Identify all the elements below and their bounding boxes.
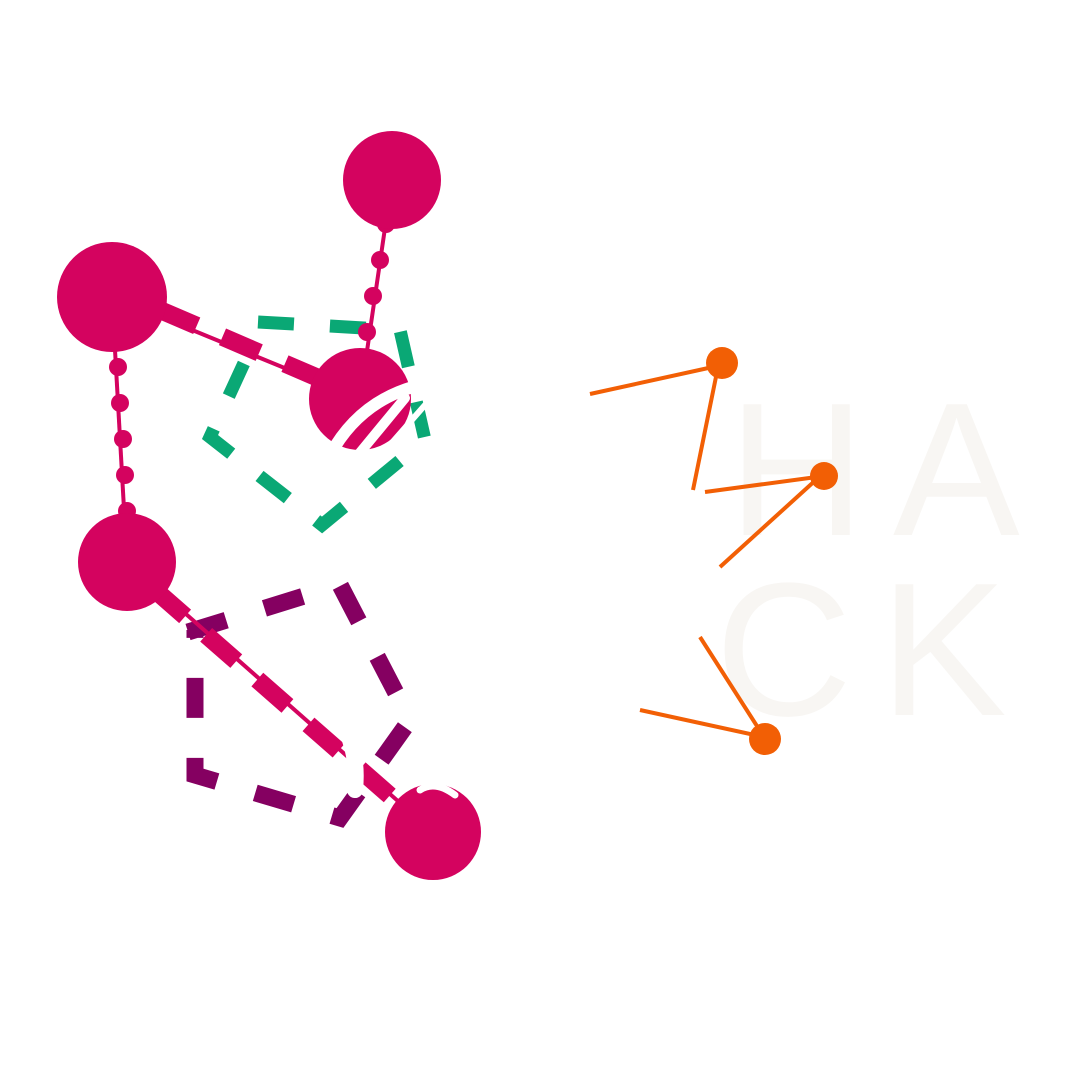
white-arc <box>324 379 426 461</box>
orange-edge <box>639 708 765 739</box>
white-cutouts <box>322 379 459 799</box>
bead <box>109 358 127 376</box>
letter-k: K <box>880 544 1007 756</box>
orange-edge <box>589 363 723 396</box>
orange-edge <box>691 366 720 491</box>
letter-a: A <box>893 364 1020 576</box>
orange-network <box>589 363 825 739</box>
orange-node <box>810 462 838 490</box>
magenta-edge-dash <box>156 301 334 392</box>
orange-edge <box>704 474 825 494</box>
magenta-node <box>343 131 441 229</box>
bead <box>111 394 129 412</box>
bead <box>116 466 134 484</box>
magenta-nodes <box>57 131 481 880</box>
bead <box>358 323 376 341</box>
orange-edge <box>698 635 766 739</box>
bead <box>114 430 132 448</box>
background-letters: H A C K <box>715 364 1020 756</box>
green-dash-path <box>201 315 433 534</box>
orange-node <box>749 723 781 755</box>
white-arc <box>322 697 364 798</box>
orange-nodes <box>706 347 838 755</box>
orange-node <box>706 347 738 379</box>
orange-edge <box>718 476 820 569</box>
white-arc <box>416 782 459 799</box>
bead <box>364 287 382 305</box>
magenta-node <box>57 242 167 352</box>
magenta-edge-dash <box>149 583 426 829</box>
bead <box>371 251 389 269</box>
magenta-node <box>385 784 481 880</box>
white-slash <box>353 393 410 460</box>
white-slash <box>372 402 428 465</box>
green-dashed-square <box>201 315 433 534</box>
letter-c: C <box>715 544 852 756</box>
magenta-node <box>78 513 176 611</box>
